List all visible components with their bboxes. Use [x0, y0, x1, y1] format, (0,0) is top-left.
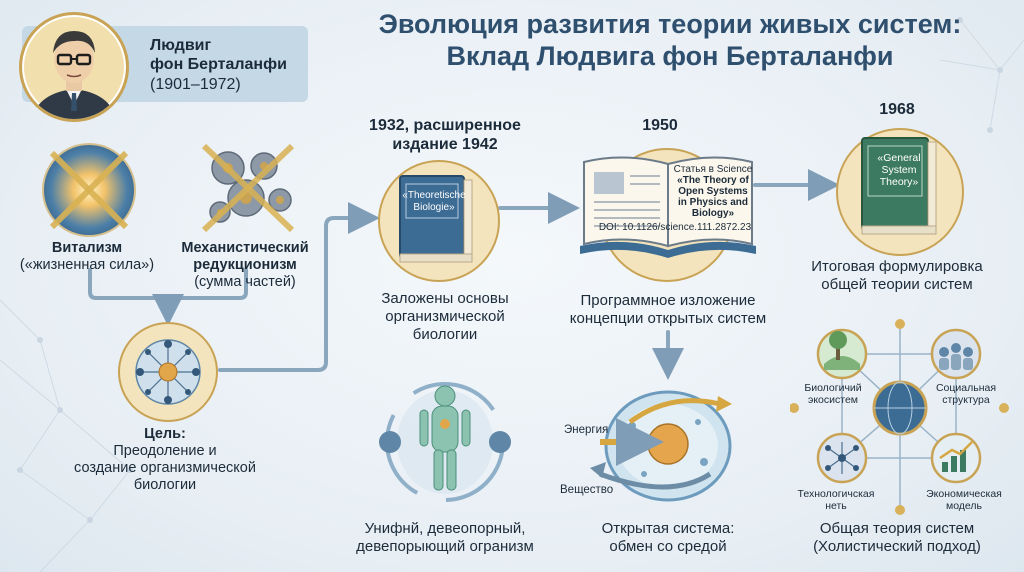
general-system-theory-book-icon	[861, 137, 937, 235]
stage2-article-title1: «The Theory of	[677, 175, 749, 186]
stage3-book-title-line2: System	[881, 164, 917, 176]
goal-line2: создание организмической	[74, 460, 256, 476]
mechanistic-subtitle: (сумма частей)	[194, 274, 296, 290]
node-social-line1: Социальная	[935, 382, 997, 394]
title-line2: Вклад Людвига фон Берталанфи	[446, 41, 894, 71]
goal-label: Цель: Преодоление и создание организмиче…	[40, 426, 290, 494]
node-technological: Технологичская неть	[788, 488, 884, 512]
stage2-year: 1950	[642, 117, 678, 134]
stage3-bottom-label: Общая теория систем (Холистический подхо…	[792, 520, 1002, 556]
stage3-bottom-line2: (Холистический подход)	[813, 538, 981, 555]
energy-label: Энергия	[564, 424, 609, 436]
stage1-book-title-line2: Biologie»	[413, 202, 455, 213]
vitalism-title: Витализм	[51, 240, 123, 256]
vitalism-label: Витализм («жизненная сила»)	[12, 240, 162, 274]
stage2-article-title3: in Physics and	[677, 197, 749, 208]
node-tech-line2: неть	[825, 500, 847, 512]
stage1-desc-line2: организмической	[385, 308, 505, 325]
scientist-name-line1: Людвиг	[150, 37, 212, 54]
stage2-desc-line1: Программное изложение	[580, 292, 756, 309]
stage1-bottom-line1: Унифнй, девеопорный,	[364, 520, 526, 537]
node-econ-line1: Экономическая	[926, 488, 1002, 500]
stage1-bottom-line2: девепорыющий огранизм	[356, 538, 534, 555]
stage1-desc-line3: биологии	[412, 326, 478, 343]
stage2-description: Программное изложение концепции открытых…	[560, 292, 776, 328]
stage2-bottom-label: Открытая система: обмен со средой	[570, 520, 766, 556]
page-title: Эволюция развития теории живых систем: В…	[330, 8, 1010, 72]
goal-icon	[118, 322, 218, 422]
stage1-year-line1: 1932, расширенное	[369, 117, 521, 134]
stage3-desc-line1: Итоговая формулировка	[811, 258, 983, 275]
gears-icon	[201, 143, 295, 233]
organism-icon	[379, 382, 511, 502]
node-tech-line1: Технологичская	[797, 488, 875, 500]
node-econ-line2: модель	[945, 500, 983, 512]
stage2-article-title4: Biology»	[691, 208, 735, 219]
vitalism-cross-icon	[49, 150, 129, 230]
stage1-book-title: «Theoretische Biologie»	[396, 190, 472, 214]
scientist-years: (1901–1972)	[150, 76, 241, 93]
stage3-book-title-line3: Theory»	[879, 176, 919, 188]
stage3-book-title: «General System Theory»	[864, 152, 934, 188]
stage1-desc-line1: Заложены основы	[381, 290, 509, 307]
title-line1: Эволюция развития теории живых систем:	[378, 9, 962, 39]
stage1-year-line2: издание 1942	[392, 136, 498, 153]
scientist-name-line2: фон Берталанфи	[150, 56, 287, 73]
node-biological-line2: экосистем	[807, 394, 859, 406]
portrait-image	[19, 12, 129, 122]
theoretische-biologie-book-icon	[399, 175, 473, 263]
node-social-line2: структура	[942, 394, 990, 406]
open-book-icon	[580, 156, 756, 258]
stage1-book-title-line1: «Theoretische	[402, 190, 466, 201]
stage3-book-title-line1: «General	[877, 152, 921, 164]
matter-label: Вещество	[560, 484, 614, 496]
stage2-bottom-line2: обмен со средой	[609, 538, 727, 555]
stage2-article-title2: Open Systems	[678, 186, 748, 197]
stage2-desc-line2: концепции открытых систем	[569, 310, 767, 327]
goal-line1: Преодоление и	[113, 443, 217, 459]
stage1-year: 1932, расширенное издание 1942	[350, 116, 540, 154]
systems-network-diagram	[790, 319, 1009, 515]
node-social: Социальная структура	[926, 382, 1006, 406]
goal-line3: биологии	[133, 477, 197, 493]
scientist-name: Людвиг фон Берталанфи	[150, 36, 287, 74]
portrait-illustration	[32, 31, 116, 119]
stage3-bottom-line1: Общая теория систем	[819, 520, 975, 537]
stage3-year: 1968	[879, 101, 915, 118]
stage2-bottom-line1: Открытая система:	[601, 520, 735, 537]
organism-network-icon	[135, 339, 201, 405]
stage2-article-label: Статья в Science	[673, 164, 753, 175]
node-biological-line1: Биологичий	[804, 382, 862, 394]
stage1-description: Заложены основы организмической биологии	[350, 290, 540, 344]
open-system-cell-icon	[590, 390, 732, 502]
node-biological: Биологичий экосистем	[798, 382, 868, 406]
stage3-desc-line2: общей теории систем	[821, 276, 973, 293]
vitalism-subtitle: («жизненная сила»)	[19, 257, 155, 273]
stage3-description: Итоговая формулировка общей теории систе…	[800, 258, 994, 294]
stage2-doi: DOI: 10.1126/science.111.2872.23	[598, 222, 752, 233]
stage2-article: Статья в Science «The Theory of Open Sys…	[672, 164, 754, 219]
mechanistic-title-line2: редукционизм	[193, 257, 297, 273]
mechanistic-label: Механистический редукционизм (сумма част…	[170, 240, 320, 291]
vitalism-icon	[42, 143, 136, 237]
stage1-bottom-label: Унифнй, девеопорный, девепорыющий ограни…	[340, 520, 550, 556]
node-economic: Экономическая модель	[916, 488, 1012, 512]
mechanistic-title-line1: Механистический	[181, 240, 309, 256]
goal-title: Цель:	[144, 426, 186, 442]
